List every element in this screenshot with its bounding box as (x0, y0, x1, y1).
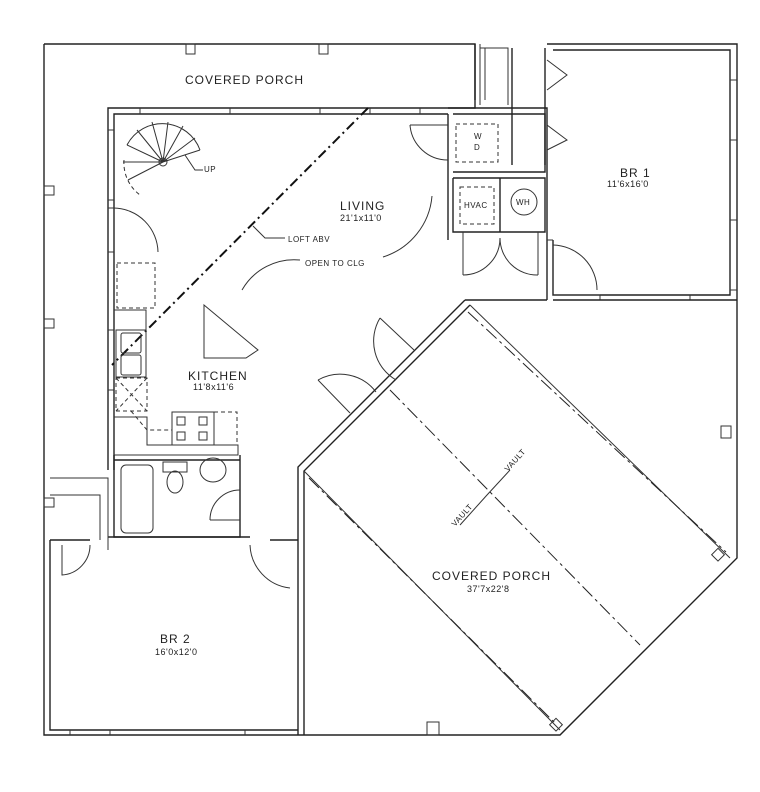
spiral-stair: UP (123, 121, 216, 196)
open-to-ceiling: OPEN TO CLG (241, 195, 433, 291)
covered-porch-main-label: COVERED PORCH (432, 569, 551, 583)
living-size: 21'1x11'0 (340, 213, 382, 223)
diagonal-wall (297, 299, 471, 735)
outer-perimeter (43, 43, 738, 736)
kitchen-fixtures (114, 262, 259, 456)
vault-label-a: VAULT (450, 502, 475, 528)
open-to-clg-label: OPEN TO CLG (305, 259, 365, 268)
utility-area: W D HVAC WH (409, 48, 568, 300)
br2-walls (49, 477, 298, 735)
water-heater-label: WH (516, 198, 530, 207)
kitchen-island (203, 303, 259, 359)
br1-label: BR 1 (620, 166, 651, 180)
vault-label-b: VAULT (503, 447, 528, 473)
kitchen-label: KITCHEN (188, 369, 248, 383)
stair-up-label: UP (204, 165, 216, 174)
porch-posts (43, 43, 732, 736)
living-label: LIVING (340, 199, 385, 213)
kitchen-size: 11'8x11'6 (193, 382, 234, 392)
washer-label: W (474, 132, 482, 141)
hvac-label: HVAC (464, 201, 488, 210)
covered-porch-main: VAULT VAULT (303, 304, 731, 732)
loft-label: LOFT ABV (288, 235, 330, 244)
living-kitchen-walls (107, 44, 476, 470)
br1-walls (465, 49, 737, 301)
br1-size: 11'6x16'0 (607, 179, 649, 189)
dryer-label: D (474, 143, 480, 152)
br2-label: BR 2 (160, 632, 191, 646)
covered-porch-main-size: 37'7x22'8 (467, 584, 509, 594)
covered-porch-top-label: COVERED PORCH (185, 73, 304, 87)
loft-line: LOFT ABV (111, 107, 369, 366)
bath (113, 455, 241, 538)
br2-size: 16'0x12'0 (155, 647, 197, 657)
